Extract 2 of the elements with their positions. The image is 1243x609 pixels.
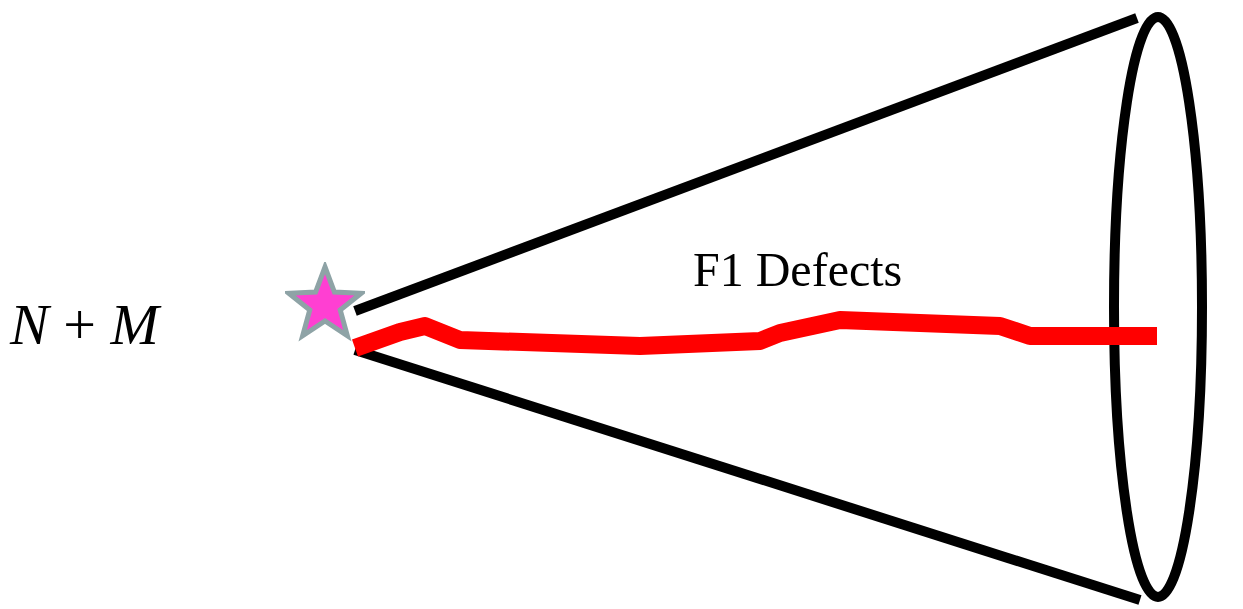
star-marker (285, 262, 365, 342)
region-label: F1 Defects (693, 246, 903, 294)
